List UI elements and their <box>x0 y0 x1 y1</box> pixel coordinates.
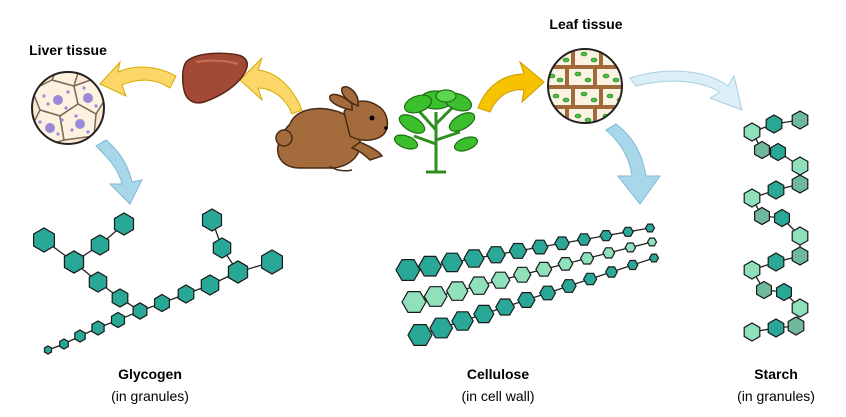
glucose-unit <box>531 239 549 255</box>
glucose-unit <box>743 122 761 142</box>
leaf-tissue-label: Leaf tissue <box>549 16 623 32</box>
glucose-unit <box>113 212 135 236</box>
glycogen-note: (in granules) <box>111 388 189 404</box>
glucose-unit <box>765 114 783 134</box>
liver-tissue-label: Liver tissue <box>29 42 107 58</box>
glucose-unit <box>775 282 793 302</box>
glucose-unit <box>554 236 570 251</box>
glucose-unit <box>445 281 469 301</box>
cellulose-name: Cellulose <box>466 366 530 382</box>
glucose-unit <box>767 318 785 338</box>
glucose-unit <box>755 280 773 300</box>
glucose-unit <box>177 284 195 304</box>
glucose-unit <box>604 266 618 278</box>
glucose-unit <box>539 285 557 301</box>
liver-cells-icon <box>31 71 105 145</box>
glucose-unit <box>88 271 108 293</box>
glucose-unit <box>576 233 592 246</box>
starch-chain <box>743 110 809 342</box>
starch-name: Starch <box>754 366 798 382</box>
glucose-unit <box>767 180 785 200</box>
glucose-unit <box>753 206 771 226</box>
glucose-unit <box>154 293 170 313</box>
glucose-unit <box>451 311 474 331</box>
glucose-unit <box>32 227 56 253</box>
glucose-unit <box>743 260 761 280</box>
arrow-leaf-tissue-to-cellulose <box>605 123 661 205</box>
glucose-unit <box>227 260 249 284</box>
arrow-plant-to-leaf-tissue <box>477 60 545 113</box>
glucose-unit <box>624 242 637 253</box>
glucose-unit <box>599 230 613 242</box>
leaf-cells-icon <box>547 48 623 124</box>
glucose-unit <box>495 298 516 316</box>
glucose-unit <box>791 110 809 130</box>
glucose-unit <box>753 140 771 160</box>
glucose-unit <box>486 246 506 264</box>
arrow-rabbit-to-liver <box>239 57 303 115</box>
glucose-unit <box>787 316 805 336</box>
cellulose-note: (in cell wall) <box>461 388 535 404</box>
cellulose-chains <box>395 223 660 346</box>
glucose-unit <box>440 252 464 273</box>
glucose-unit <box>132 302 148 320</box>
glucose-unit <box>508 242 528 259</box>
glucose-unit <box>90 234 110 256</box>
glycogen-chain <box>32 208 283 355</box>
plant-icon <box>393 89 479 174</box>
glucose-unit <box>201 208 223 232</box>
glucose-unit <box>646 237 658 247</box>
glucose-unit <box>791 246 809 266</box>
glucose-unit <box>517 292 536 308</box>
glucose-unit <box>791 156 809 176</box>
glucose-unit <box>602 247 616 259</box>
arrow-leaf-tissue-to-starch <box>629 70 743 111</box>
glucose-unit <box>791 298 809 318</box>
glucose-unit <box>423 286 448 307</box>
glucose-unit <box>59 338 69 350</box>
glucose-unit <box>644 223 656 233</box>
arrow-liver-tissue-to-glycogen <box>95 139 143 205</box>
glucose-unit <box>395 259 421 281</box>
glucose-unit <box>63 250 85 274</box>
glucose-unit <box>791 174 809 194</box>
glucose-unit <box>91 320 105 336</box>
glucose-unit <box>74 329 86 343</box>
glucose-unit <box>111 288 129 308</box>
glucose-unit <box>743 188 761 208</box>
rabbit-icon <box>275 86 389 172</box>
glucose-unit <box>582 272 598 286</box>
glucose-unit <box>490 271 511 289</box>
glucose-unit <box>43 345 53 355</box>
glucose-unit <box>468 276 490 295</box>
glucose-unit <box>743 322 761 342</box>
glucose-unit <box>622 226 634 237</box>
liver-icon <box>181 52 248 104</box>
glucose-unit <box>110 311 126 329</box>
glucose-unit <box>535 261 553 277</box>
glucose-unit <box>407 324 433 346</box>
glucose-unit <box>626 259 639 271</box>
glucose-unit <box>463 249 485 268</box>
glucose-unit <box>200 274 220 296</box>
glucose-unit <box>791 226 809 246</box>
glucose-unit <box>429 317 454 339</box>
glucose-unit <box>557 257 574 271</box>
glucose-unit <box>473 304 495 324</box>
glucose-unit <box>769 142 787 162</box>
glucose-unit <box>767 252 785 272</box>
glucose-unit <box>401 291 427 313</box>
glucose-unit <box>212 237 232 259</box>
glucose-unit <box>561 279 577 293</box>
glucose-unit <box>773 208 791 228</box>
arrow-liver-to-liver-tissue <box>99 60 177 97</box>
glucose-unit <box>512 266 532 283</box>
glycogen-name: Glycogen <box>118 366 182 382</box>
glucose-unit <box>418 255 442 277</box>
glucose-unit <box>648 253 660 263</box>
glucose-unit <box>579 252 595 265</box>
glucose-unit <box>261 249 283 275</box>
starch-note: (in granules) <box>737 388 815 404</box>
